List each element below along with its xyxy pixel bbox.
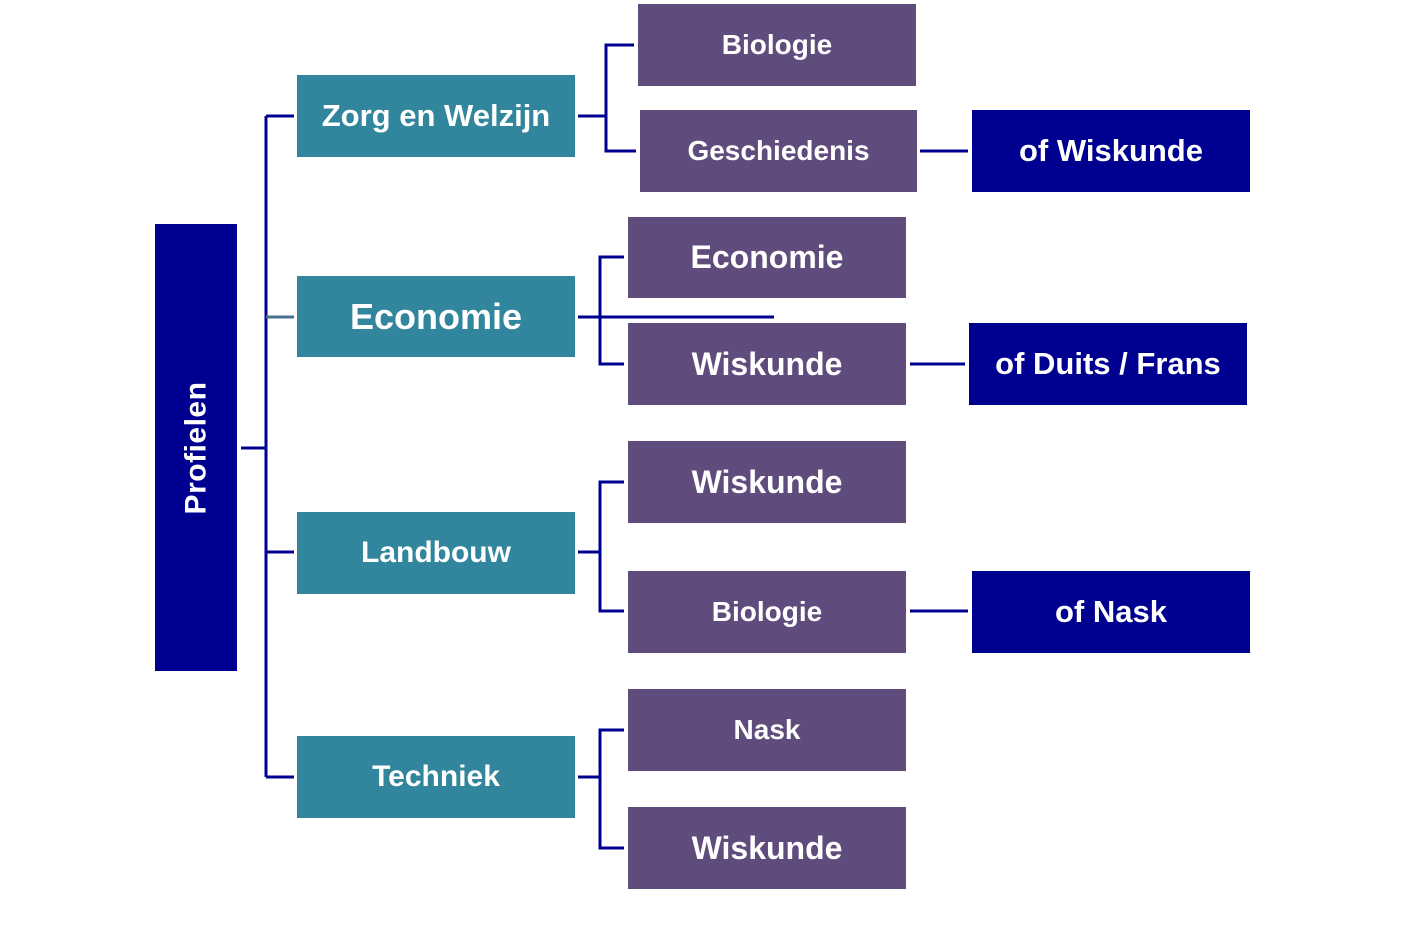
subject-geschiedenis: Geschiedenis [640, 110, 917, 192]
profile-label: Economie [349, 295, 523, 337]
profile-zorg-en-welzijn: Zorg en Welzijn [297, 75, 575, 157]
subject-biologie: Biologie [638, 4, 916, 86]
root-label: Profielen [179, 381, 212, 514]
subject-label: Wiskunde [691, 345, 843, 382]
subject-label: Economie [690, 239, 844, 275]
alternative-label: of Wiskunde [1018, 133, 1203, 168]
subject-label: Wiskunde [691, 829, 843, 866]
economie-bracket [598, 255, 624, 366]
subject-label: Biologie [711, 596, 823, 627]
profile-landbouw: Landbouw [297, 512, 575, 594]
root-box: Profielen [155, 224, 237, 671]
profile-label: Landbouw [361, 536, 511, 569]
alternative-of-nask: of Nask [972, 571, 1250, 653]
profile-label: Zorg en Welzijn [321, 98, 551, 133]
subject-label: Geschiedenis [687, 135, 870, 166]
subject-wiskunde: Wiskunde [628, 323, 906, 405]
subject-label: Biologie [721, 29, 833, 60]
alternative-of-duits-frans: of Duits / Frans [969, 323, 1247, 405]
landbouw-bracket [598, 480, 624, 613]
techniek-bracket [598, 728, 624, 850]
profile-techniek: Techniek [297, 736, 575, 818]
zorg-bracket [604, 43, 636, 153]
alternative-of-wiskunde: of Wiskunde [972, 110, 1250, 192]
subject-nask: Nask [628, 689, 906, 771]
subject-biologie: Biologie [628, 571, 906, 653]
subject-label: Wiskunde [691, 463, 843, 500]
alternative-label: of Nask [1055, 594, 1167, 629]
subject-wiskunde: Wiskunde [628, 441, 906, 523]
subject-label: Nask [733, 714, 801, 745]
profile-economie: Economie [297, 276, 575, 357]
profile-label: Techniek [372, 760, 500, 793]
alternative-label: of Duits / Frans [995, 346, 1221, 381]
subject-wiskunde: Wiskunde [628, 807, 906, 889]
subject-economie: Economie [628, 217, 906, 298]
